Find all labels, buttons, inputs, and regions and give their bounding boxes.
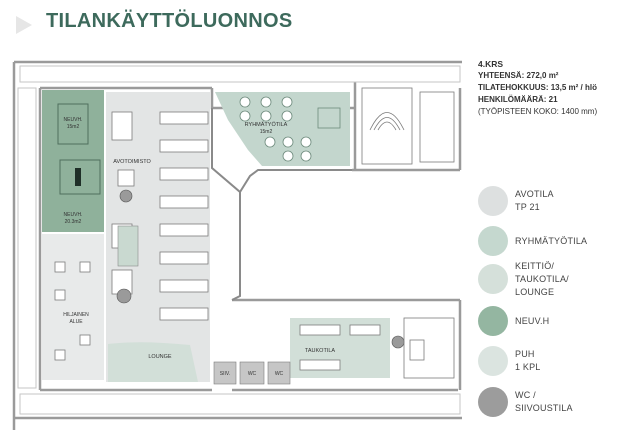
legend-item: WC /SIIVOUSTILA [478, 387, 638, 421]
phone-booth [117, 225, 139, 267]
lounge-area [108, 342, 198, 382]
floor-label: 4.KRS [478, 59, 504, 69]
meeting-room-2-label: NEUVH. [64, 212, 83, 218]
wc-room-1-label: WC [248, 371, 257, 377]
quiet-area-label-2: ALUE [69, 319, 83, 325]
legend-label: KEITTIÖ/TAUKOTILA/LOUNGE [515, 260, 569, 297]
meeting-room-1-label: NEUVH. [64, 117, 83, 123]
stairwell [361, 87, 455, 165]
legend-label: NEUV.H [515, 315, 550, 326]
meeting-room-2 [42, 152, 104, 232]
legend-swatch [478, 264, 508, 294]
floor-info: 4.KRS YHTEENSÄ: 272,0 m² TILATEHOKKUUS: … [478, 58, 597, 118]
group-work-area [215, 92, 350, 166]
meeting-table [75, 168, 81, 186]
wc-room-1 [239, 361, 265, 385]
legend-swatch [478, 387, 508, 417]
lounge-label: LOUNGE [148, 354, 172, 360]
cleaning-room [213, 361, 237, 385]
legend-swatch [478, 306, 508, 336]
legend-swatch [478, 186, 508, 216]
meeting-room-1 [42, 90, 104, 152]
break-room-label: TAUKOTILA [305, 348, 335, 354]
legend-label: RYHMÄTYÖTILA [515, 235, 588, 246]
group-work-area-value: 15m2 [260, 129, 273, 135]
floor-plan: NEUVH. 15m2 NEUVH. 20.3m2 AVOTOIMISTO HI… [12, 60, 462, 430]
headcount: HENKILÖMÄÄRÄ: 21 [478, 95, 558, 104]
courtyard-edge [211, 108, 352, 301]
legend-item: KEITTIÖ/TAUKOTILA/LOUNGE [478, 261, 638, 298]
total-area: YHTEENSÄ: 272,0 m² [478, 71, 559, 80]
open-office-label: AVOTOIMISTO [113, 159, 151, 165]
wc-room-2 [267, 361, 291, 385]
quiet-area [42, 234, 104, 380]
workstation-size: (TYÖPISTEEN KOKO: 1400 mm) [478, 107, 598, 116]
legend-item: NEUV.H [478, 306, 638, 340]
legend-item: RYHMÄTYÖTILA [478, 226, 638, 260]
meeting-room-1-area: 15m2 [67, 124, 80, 130]
legend-label: WC /SIIVOUSTILA [515, 390, 573, 413]
cleaning-room-label: SIIV. [220, 371, 230, 377]
quiet-area-label: HILJAINEN [63, 312, 89, 318]
wc-room-2-label: WC [275, 371, 284, 377]
group-work-label: RYHMÄTYÖTILA [245, 121, 288, 128]
storage [117, 169, 135, 187]
space-efficiency: TILATEHOKKUUS: 13,5 m² / hlö [478, 83, 597, 92]
chevron-right-icon [16, 16, 32, 34]
legend-swatch [478, 226, 508, 256]
window-frames [17, 65, 461, 415]
meeting-room-2-area: 20.3m2 [65, 219, 82, 225]
legend-swatch [478, 346, 508, 376]
outer-walls [12, 60, 462, 430]
page-title: TILANKÄYTTÖLUONNOS [46, 10, 293, 32]
